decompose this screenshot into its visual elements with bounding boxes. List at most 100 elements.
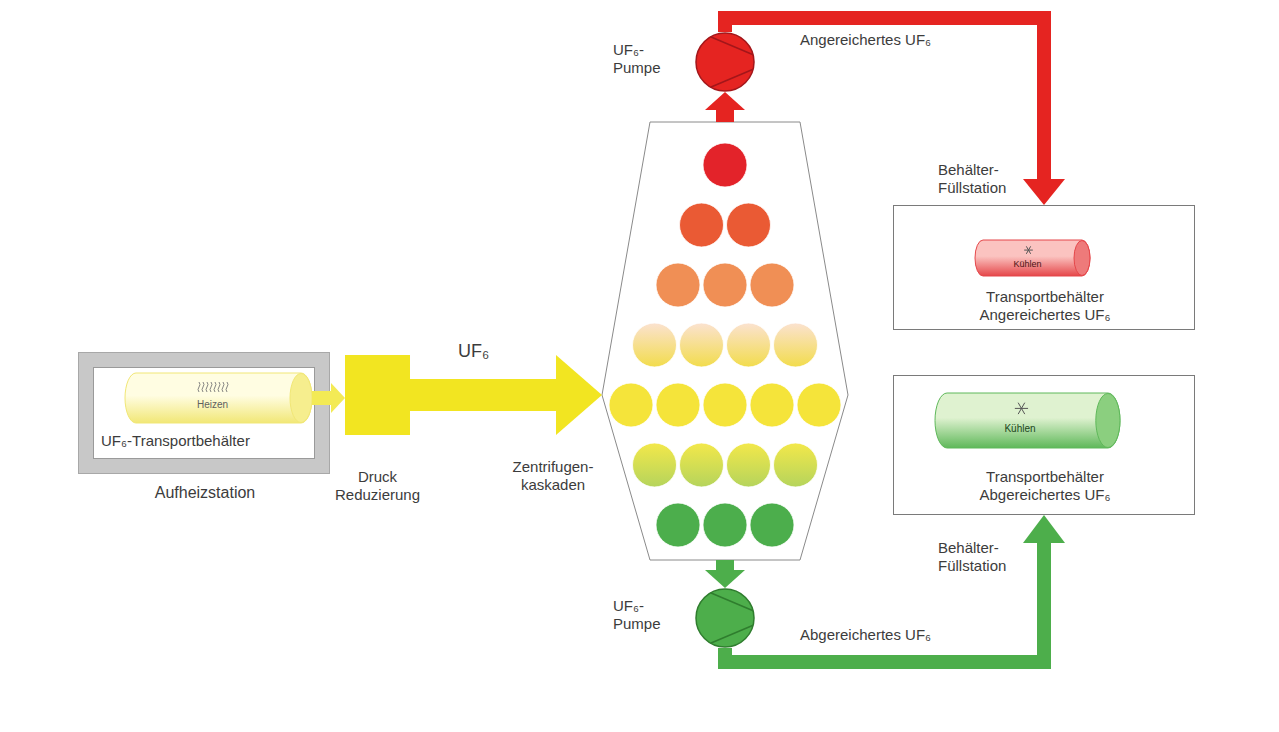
heating-wave [202, 382, 204, 392]
heating-wave [214, 382, 216, 392]
uf6-pump: UF₆- Pumpe [695, 32, 755, 92]
arrow-head [1023, 179, 1065, 205]
arrow-head [331, 383, 345, 413]
arrow-shaft [725, 18, 1044, 179]
centrifuge-circle [633, 443, 677, 487]
text-slot: Transportbehälter Angereichertes UF₆ [960, 288, 1130, 324]
node-label: Transportbehälter Abgereichertes UF₆ [960, 468, 1130, 504]
centrifuge-circle [703, 503, 747, 547]
snowflake-stroke [1026, 246, 1030, 253]
centrifuge-circle [703, 263, 747, 307]
text-slot: UF₆- Pumpe [613, 597, 689, 633]
centrifuge-circle [750, 503, 794, 547]
edge-label-slot: Angereichertes UF₆ [800, 31, 931, 49]
cylinder-body [125, 373, 312, 423]
heating-wave [210, 382, 212, 392]
text-slot: Heizen [125, 399, 300, 411]
flow-arrow [705, 92, 745, 122]
pump-symbol [711, 593, 754, 643]
flow-label: Abgereichertes UF₆ [800, 626, 931, 644]
arrow-shaft [410, 379, 556, 411]
edge-label-slot: Abgereichertes UF₆ [800, 626, 931, 644]
flow-label: Angereichertes UF₆ [800, 31, 931, 49]
text-slot: Druck Reduzierung [327, 468, 428, 504]
node-label: Transportbehälter Angereichertes UF₆ [960, 288, 1130, 324]
pump-circle [696, 33, 754, 91]
cooling-symbol [1024, 246, 1033, 253]
centrifuge-circle [680, 203, 724, 247]
uf6-cylinder: Heizen [125, 373, 312, 423]
node-label: Kühlen [935, 423, 1105, 435]
pump-outline [695, 588, 755, 648]
centrifuge-circle [703, 383, 747, 427]
uf6-pump: UF₆- Pumpe [695, 588, 755, 648]
enriched-cylinder: Kühlen [975, 240, 1090, 276]
centrifuge-circle [774, 323, 818, 367]
node-label: Heizen [125, 399, 300, 411]
centrifuge-circle [609, 383, 653, 427]
centrifuge-circle [633, 323, 677, 367]
arrow-shaft [312, 391, 331, 405]
node-heading: Behälter- Füllstation [938, 161, 1024, 197]
snowflake-stroke [1018, 403, 1025, 414]
text-slot: Zentrifugen- kaskaden [506, 458, 600, 494]
arrow-head [556, 355, 602, 435]
centrifuge-circle [680, 323, 724, 367]
arrow-shaft [716, 110, 734, 122]
arrow-head [1023, 515, 1065, 543]
heating-station: AufheizstationUF₆-TransportbehälterHeize… [78, 352, 330, 474]
node-heading: Druck Reduzierung [327, 468, 428, 504]
flow-arrow [410, 355, 602, 435]
flow-arrow [725, 18, 1065, 205]
flow-arrow [312, 383, 345, 413]
node-heading: UF₆- Pumpe [613, 597, 689, 633]
text-slot: Kühlen [935, 423, 1105, 435]
filling-station-box: Behälter- FüllstationTransportbehälter A… [893, 205, 1195, 330]
centrifuge-circle [680, 443, 724, 487]
snowflake-stroke [1026, 246, 1030, 253]
centrifuge-circle [750, 263, 794, 307]
edge-label-slot: UF₆ [458, 341, 489, 363]
cooling-symbol [1015, 403, 1028, 414]
centrifuge-circle [727, 323, 771, 367]
heating-wave [222, 382, 224, 392]
heating-wave [218, 382, 220, 392]
node-label: UF₆-Transportbehälter [101, 432, 309, 450]
heating-wave [206, 382, 208, 392]
pump-symbol [711, 37, 754, 87]
centrifuge-circle [727, 443, 771, 487]
flow-label: UF₆ [458, 341, 489, 363]
cylinder-body [935, 393, 1120, 448]
text-slot: UF₆-Transportbehälter [101, 432, 309, 450]
container-frame: UF₆-Transportbehälter Heizen [93, 367, 315, 459]
cyl-outline [975, 240, 1090, 276]
centrifuge-circle [774, 443, 818, 487]
centrifuge-circle [750, 383, 794, 427]
cylinder-end [290, 374, 312, 423]
text-slot: Transportbehälter Abgereichertes UF₆ [960, 468, 1130, 504]
arrow-head [705, 92, 745, 110]
heating-wave [198, 382, 200, 392]
centrifuge-cascade: Zentrifugen- kaskaden [602, 122, 848, 560]
cascade-hexagon [602, 122, 848, 560]
node-heading: Aufheizstation [79, 483, 331, 502]
flow-arrow [725, 515, 1065, 662]
filling-station-box: Behälter- FüllstationTransportbehälter A… [893, 375, 1195, 515]
hex-outline [602, 122, 848, 560]
pump-circle [696, 589, 754, 647]
pump-outline [695, 32, 755, 92]
heating-wave [226, 382, 228, 392]
cylinder-end [1074, 241, 1090, 276]
heating-symbol [198, 382, 228, 392]
centrifuge-circle [656, 503, 700, 547]
centrifuge-circle [727, 203, 771, 247]
arrow-shaft [725, 543, 1044, 662]
text-slot: Aufheizstation [79, 483, 331, 502]
text-slot: UF₆- Pumpe [613, 41, 689, 77]
node-heading: Zentrifugen- kaskaden [506, 458, 600, 494]
cyl-outline [935, 393, 1120, 448]
cylinder-body [975, 240, 1090, 276]
centrifuge-circle [797, 383, 841, 427]
